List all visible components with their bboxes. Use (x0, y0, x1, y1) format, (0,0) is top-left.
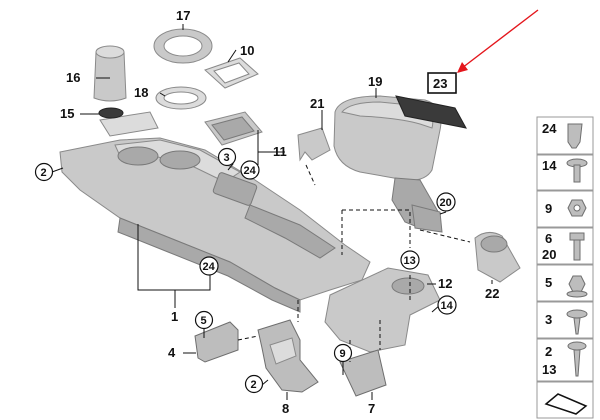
highlight-arrow (461, 9, 539, 69)
callout-2-upper: 2 (41, 167, 47, 179)
hw-label-24: 24 (542, 121, 557, 136)
callout-11: 11 (273, 144, 287, 159)
callout-8: 8 (282, 401, 289, 416)
tray-11[interactable] (204, 111, 263, 146)
angle-bracket-icon (544, 393, 588, 415)
knob-insert[interactable] (98, 107, 124, 119)
gear-knob[interactable] (93, 45, 127, 102)
hw-label-6: 6 (545, 231, 552, 246)
callout-10: 10 (240, 43, 254, 58)
bracket-8[interactable] (257, 319, 319, 393)
callout-15: 15 (60, 106, 74, 121)
callout-13: 13 (404, 255, 416, 267)
cup-holder-22[interactable] (474, 232, 521, 283)
callout-24-lower: 24 (203, 261, 216, 273)
hw-label-2: 2 (545, 344, 552, 359)
callout-7: 7 (368, 401, 375, 416)
bracket-7[interactable] (339, 349, 387, 397)
screw-icon (566, 309, 588, 319)
hw-label-3: 3 (545, 312, 552, 327)
clip-icon (567, 123, 583, 149)
callout-17: 17 (176, 8, 190, 23)
callout-21: 21 (310, 96, 324, 111)
flange-nut-icon (568, 275, 586, 293)
rear-console-12[interactable] (324, 267, 441, 353)
hw-label-20: 20 (542, 247, 556, 262)
callout-14: 14 (441, 300, 454, 312)
highlight-arrowhead (457, 62, 468, 73)
callout-20: 20 (440, 197, 452, 209)
callout-4: 4 (168, 345, 176, 360)
leader-lines (51, 24, 493, 400)
bolt-icon (569, 232, 585, 241)
bracket-4[interactable] (194, 321, 239, 363)
frame-10[interactable] (204, 57, 259, 89)
callout-22: 22 (485, 286, 499, 301)
callout-1: 1 (171, 309, 178, 324)
hw-label-14: 14 (542, 158, 557, 173)
callout-16: 16 (66, 70, 80, 85)
callout-9: 9 (340, 348, 346, 360)
hardware-panel: 24 14 9 6 20 5 3 2 13 (536, 116, 594, 419)
tapping-screw-icon (567, 341, 587, 351)
dashed-lines (237, 164, 471, 362)
hw-label-13: 13 (542, 362, 556, 377)
armrest-pad-23[interactable] (395, 95, 467, 129)
trim-ring-17[interactable] (153, 28, 213, 64)
callout-12: 12 (438, 276, 452, 291)
callout-23-box (427, 72, 457, 94)
hw-label-5: 5 (545, 275, 552, 290)
callout-19: 19 (368, 74, 382, 89)
callout-23: 23 (433, 76, 447, 91)
bracket-21[interactable] (297, 127, 331, 162)
callout-18: 18 (134, 85, 148, 100)
hw-label-9: 9 (545, 201, 552, 216)
trim-ring-18[interactable] (155, 86, 207, 110)
callout-2-lower: 2 (251, 379, 257, 391)
callout-5: 5 (201, 315, 207, 327)
callout-24-upper: 24 (244, 165, 257, 177)
callout-3: 3 (224, 152, 230, 164)
